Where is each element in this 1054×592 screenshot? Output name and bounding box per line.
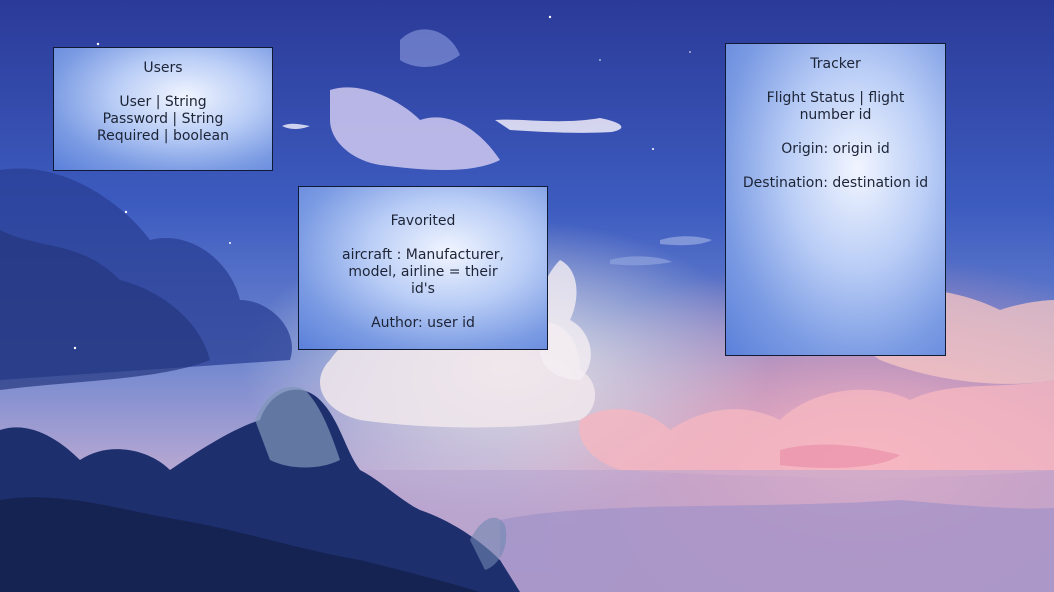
- tracker-spacer-1: [738, 124, 933, 141]
- favorited-entity-box: Favorited aircraft : Manufacturer, model…: [298, 186, 548, 350]
- tracker-entity-box: Tracker Flight Status | flight number id…: [725, 43, 946, 356]
- users-field-password: Password | String: [102, 111, 224, 127]
- tracker-destination: Destination: destination id: [742, 175, 929, 191]
- users-entity-box: Users User | String Password | String Re…: [53, 47, 273, 171]
- favorited-title: Favorited: [390, 213, 456, 229]
- favorited-spacer: [335, 298, 511, 315]
- users-field-required: Required | boolean: [97, 128, 229, 144]
- tracker-flight-status: Flight Status | flight number id: [766, 90, 905, 123]
- users-field-user: User | String: [119, 94, 207, 110]
- favorited-aircraft: aircraft : Manufacturer, model, airline …: [342, 247, 504, 297]
- favorited-author: Author: user id: [371, 315, 475, 331]
- tracker-title: Tracker: [810, 56, 861, 72]
- tracker-origin: Origin: origin id: [781, 141, 890, 157]
- users-title: Users: [143, 60, 183, 76]
- tracker-spacer-2: [738, 158, 933, 175]
